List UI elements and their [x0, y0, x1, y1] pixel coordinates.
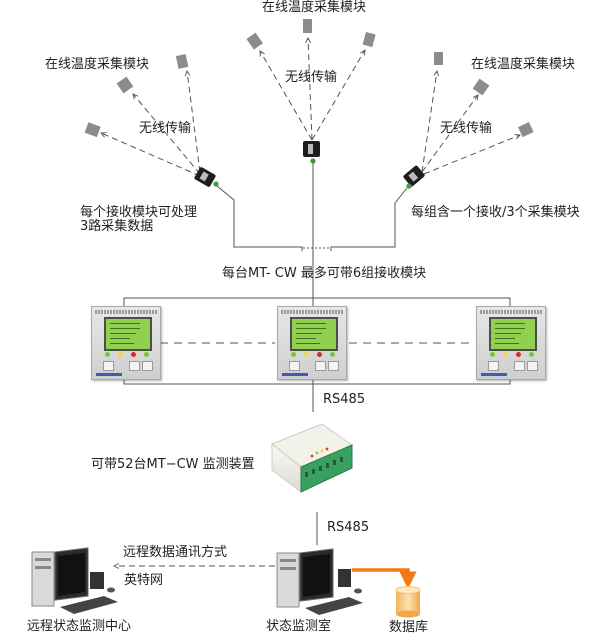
wireless-label-top: 无线传输: [285, 70, 338, 85]
receiver-note-line1: 每个接收模块可处理: [80, 205, 198, 220]
remote-computer: [31, 547, 118, 614]
sensor-module: [84, 122, 101, 138]
database-label: 数据库: [389, 620, 429, 635]
panel-button: [328, 361, 339, 371]
led-warn: [118, 352, 123, 357]
converter-note: 可带52台MT−CW 监测装置: [91, 457, 255, 472]
panel-button: [142, 361, 153, 371]
panel-button: [129, 361, 140, 371]
sensor-module: [472, 78, 490, 96]
lcd-screen: [290, 317, 338, 351]
wireless-links-right: [421, 71, 520, 175]
receiver-module-top: [303, 141, 320, 164]
mtcw-panel-center: [277, 306, 347, 380]
sensor-module: [362, 31, 376, 48]
database-icon: [395, 586, 421, 618]
receiver-module-left: [194, 167, 219, 187]
led-warn: [503, 352, 508, 357]
sensor-module: [303, 19, 312, 33]
monitor-room-computer: [276, 548, 363, 615]
panel-button: [289, 361, 300, 371]
led-alarm: [131, 352, 136, 357]
panel-button: [315, 361, 326, 371]
sensor-modules: [84, 19, 534, 138]
led-power: [490, 352, 495, 357]
wireless-label-left: 无线传输: [139, 121, 192, 136]
remote-comm-label: 远程数据通讯方式: [123, 545, 228, 560]
internet-label: 英特网: [124, 573, 164, 588]
panel-button: [514, 361, 525, 371]
wireless-links-left: [101, 71, 201, 177]
sensor-module: [116, 76, 134, 94]
database-link: [352, 568, 417, 589]
led-comm: [529, 352, 534, 357]
rs485-label-upper: RS485: [323, 392, 366, 407]
receiver-module-right: [403, 165, 425, 189]
panel-button: [527, 361, 538, 371]
lcd-screen: [489, 317, 537, 351]
mtcw-panel-left: [91, 306, 161, 380]
monitor-room-label: 状态监测室: [266, 619, 332, 634]
led-warn: [304, 352, 309, 357]
wireless-label-right: 无线传输: [440, 121, 493, 136]
led-comm: [330, 352, 335, 357]
rs485-converter: [271, 423, 354, 494]
group-note: 每组含一个接收/3个采集模块: [411, 205, 580, 220]
led-power: [291, 352, 296, 357]
mtcw-capacity-note: 每台MT- CW 最多可带6组接收模块: [222, 266, 427, 281]
sensor-group-label-top: 在线温度采集模块: [262, 0, 367, 15]
remote-center-label: 远程状态监测中心: [27, 619, 132, 634]
panel-button: [488, 361, 499, 371]
receiver-wiring: [216, 163, 408, 298]
lcd-screen: [104, 317, 152, 351]
sensor-module: [518, 122, 534, 138]
sensor-group-label-right: 在线温度采集模块: [471, 57, 576, 72]
receiver-note-line2: 3路采集数据: [80, 219, 154, 234]
mtcw-panel-right: [476, 306, 546, 380]
sensor-module: [434, 52, 443, 65]
wireless-links-top: [260, 38, 365, 141]
led-power: [105, 352, 110, 357]
led-alarm: [317, 352, 322, 357]
sensor-module: [175, 54, 189, 69]
panel-button: [103, 361, 114, 371]
led-alarm: [516, 352, 521, 357]
sensor-group-label-left: 在线温度采集模块: [45, 57, 150, 72]
rs485-label-lower: RS485: [327, 520, 370, 535]
sensor-module: [246, 32, 263, 50]
led-comm: [144, 352, 149, 357]
